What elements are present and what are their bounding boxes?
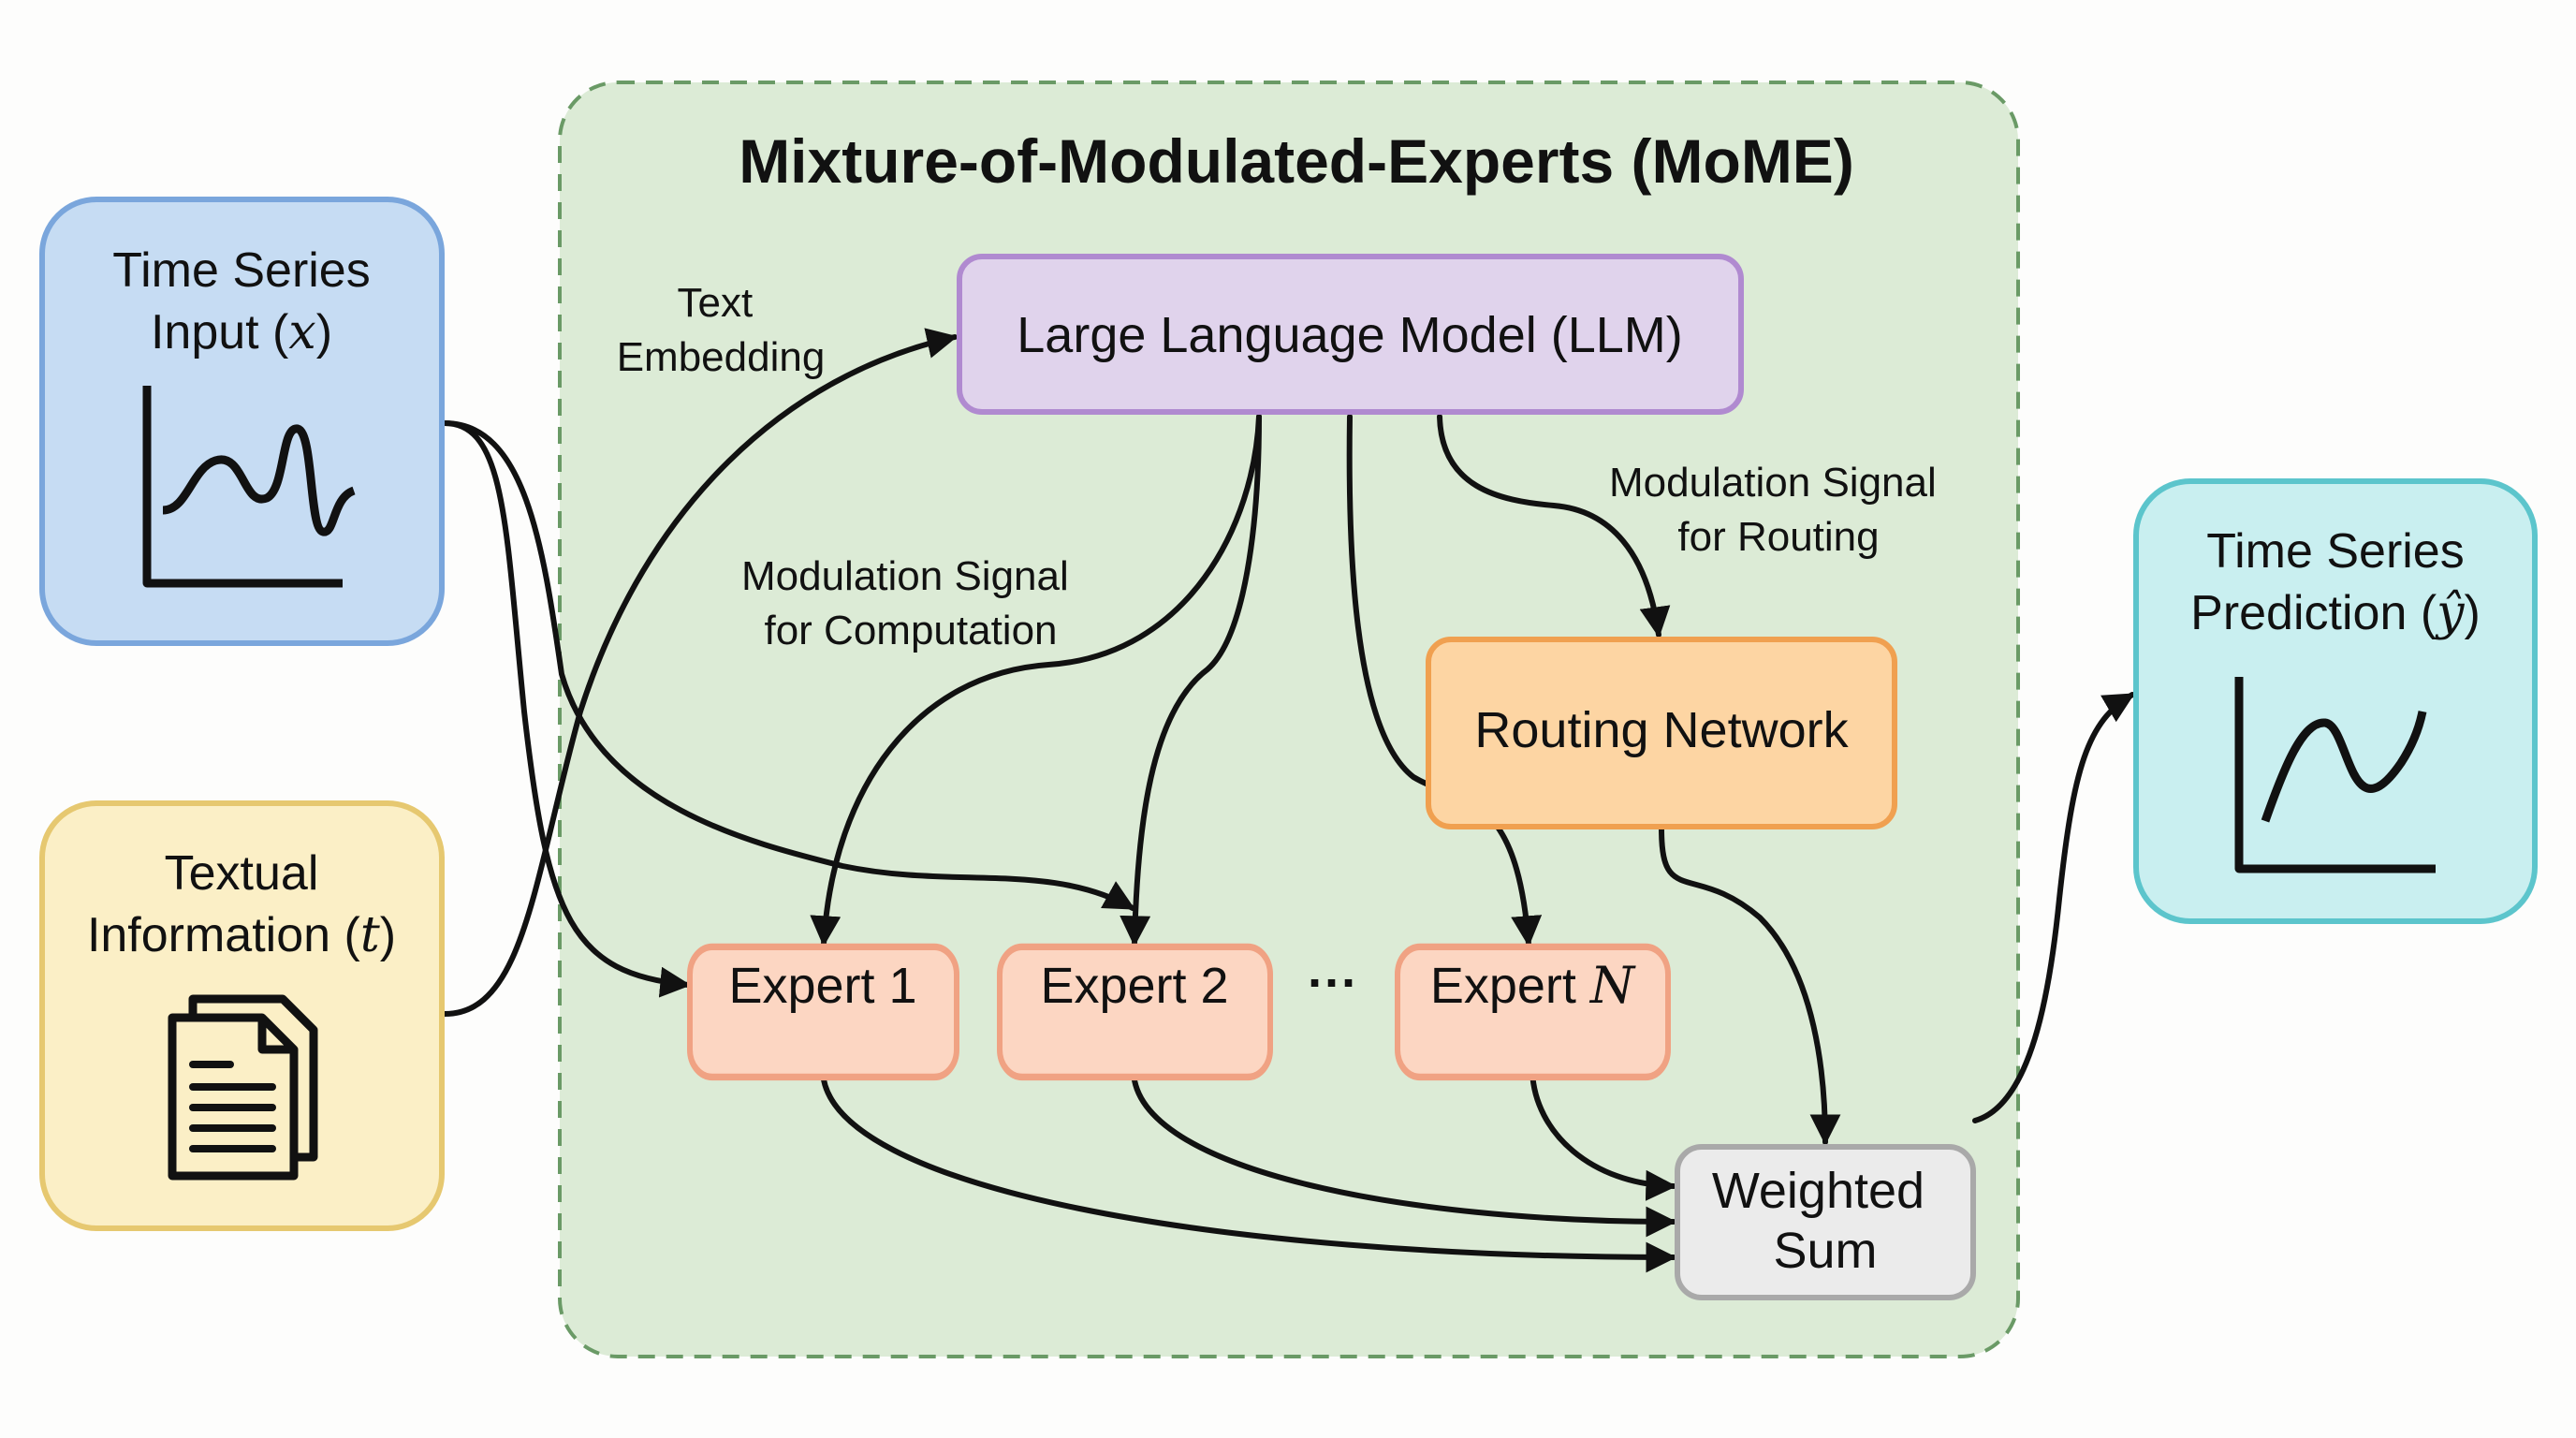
- time-series-input-box: [39, 197, 445, 646]
- arrow-timeseries-to-expert1: [442, 420, 692, 998]
- llm-box: [957, 254, 1744, 415]
- label-text-embedding: Text Embedding: [617, 280, 826, 380]
- symbol-x: x: [288, 304, 315, 360]
- expert-2-label: Expert 2: [1040, 958, 1228, 1014]
- arrow-llm-to-routing: [1437, 414, 1671, 638]
- textual-information-title: Textual: [165, 846, 319, 901]
- arrow-expert1-to-weightedsum: [820, 1069, 1677, 1273]
- textual-information-subtitle: Information (t): [87, 907, 396, 963]
- arrow-llm-to-expertN: [1346, 414, 1543, 947]
- expert-1-box: [687, 943, 959, 1081]
- arrow-textual-to-llm: [442, 328, 959, 1017]
- label-modulation-routing: Modulation Signal for Routing: [1609, 460, 1948, 560]
- arrow-expertN-to-weightedsum: [1530, 1069, 1677, 1201]
- routing-network-label: Routing Network: [1474, 702, 1849, 758]
- line-chart-icon: [142, 386, 357, 588]
- arrow-routing-to-weightedsum: [1659, 826, 1841, 1146]
- arrow-timeseries-to-expert2: [442, 420, 1135, 911]
- weighted-sum-label: Weighted Sum: [1712, 1163, 1939, 1279]
- expert-2-node: Expert 2: [997, 943, 1273, 1081]
- routing-network-node: Routing Network: [1426, 637, 1897, 829]
- llm-node: Large Language Model (LLM): [957, 254, 1744, 415]
- time-series-input-subtitle: Input (x): [151, 304, 332, 360]
- symbol-y-hat: ŷ: [2435, 585, 2465, 641]
- time-series-prediction-node: Time Series Prediction (ŷ): [2133, 478, 2538, 924]
- time-series-prediction-title: Time Series: [2206, 524, 2464, 579]
- time-series-prediction-subtitle: Prediction (ŷ): [2190, 585, 2481, 641]
- experts-ellipsis: ···: [1308, 955, 1358, 1011]
- experts: Expert 1 Expert 2 ··· Expert N: [687, 943, 1671, 1081]
- line-chart-icon: [2234, 677, 2436, 873]
- llm-label: Large Language Model (LLM): [1017, 307, 1682, 363]
- time-series-input-node: Time Series Input (x): [39, 197, 445, 646]
- symbol-t: t: [360, 907, 380, 963]
- routing-network-box: [1426, 637, 1897, 829]
- expert-n-box: [1395, 943, 1671, 1081]
- arrow-weightedsum-to-prediction: [1972, 692, 2135, 1123]
- time-series-input-title: Time Series: [112, 243, 370, 298]
- arrow-llm-to-expert2: [1120, 414, 1262, 947]
- label-modulation-computation: Modulation Signal for Computation: [741, 553, 1080, 653]
- weighted-sum-node: Weighted Sum: [1675, 1144, 1976, 1300]
- mome-title: Mixture-of-Modulated-Experts (MoME): [739, 126, 1854, 196]
- expert-1-node: Expert 1: [687, 943, 959, 1081]
- document-icon: [168, 994, 318, 1181]
- expert-n-node: Expert N: [1395, 943, 1671, 1081]
- textual-information-node: Textual Information (t): [39, 800, 445, 1231]
- weighted-sum-box: [1675, 1144, 1976, 1300]
- arrow-expert2-to-weightedsum: [1131, 1069, 1677, 1238]
- edge-labels: Text Embedding Modulation Signal for Com…: [617, 280, 1948, 653]
- expert-n-label: Expert N: [1430, 956, 1636, 1015]
- flow-arrows: [442, 328, 2135, 1273]
- expert-1-label: Expert 1: [728, 958, 916, 1014]
- arrow-llm-to-expert1: [810, 414, 1262, 947]
- expert-2-box: [997, 943, 1273, 1081]
